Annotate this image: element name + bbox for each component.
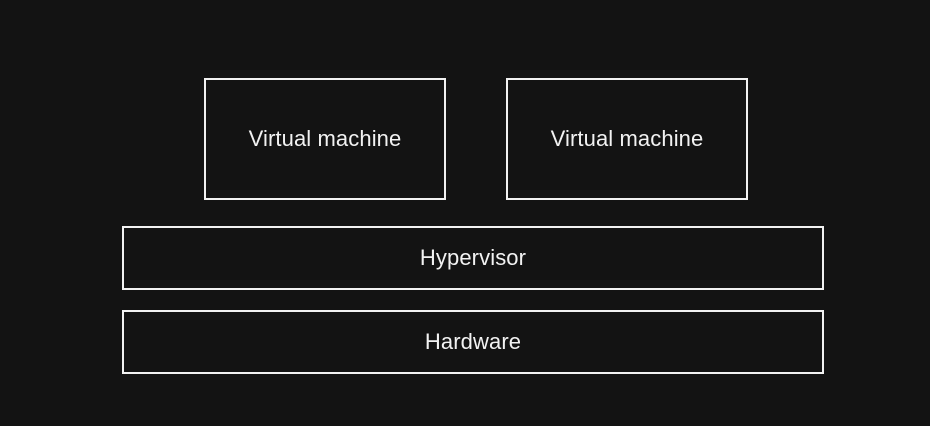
hardware-box: Hardware [122,310,824,374]
virtual-machine-label-1: Virtual machine [248,126,402,151]
virtual-machine-label-2: Virtual machine [550,126,704,151]
hypervisor-label: Hypervisor [419,245,527,270]
virtual-machine-box-1: Virtual machine [204,78,446,200]
hardware-label: Hardware [424,329,522,354]
hypervisor-box: Hypervisor [122,226,824,290]
virtual-machine-box-2: Virtual machine [506,78,748,200]
